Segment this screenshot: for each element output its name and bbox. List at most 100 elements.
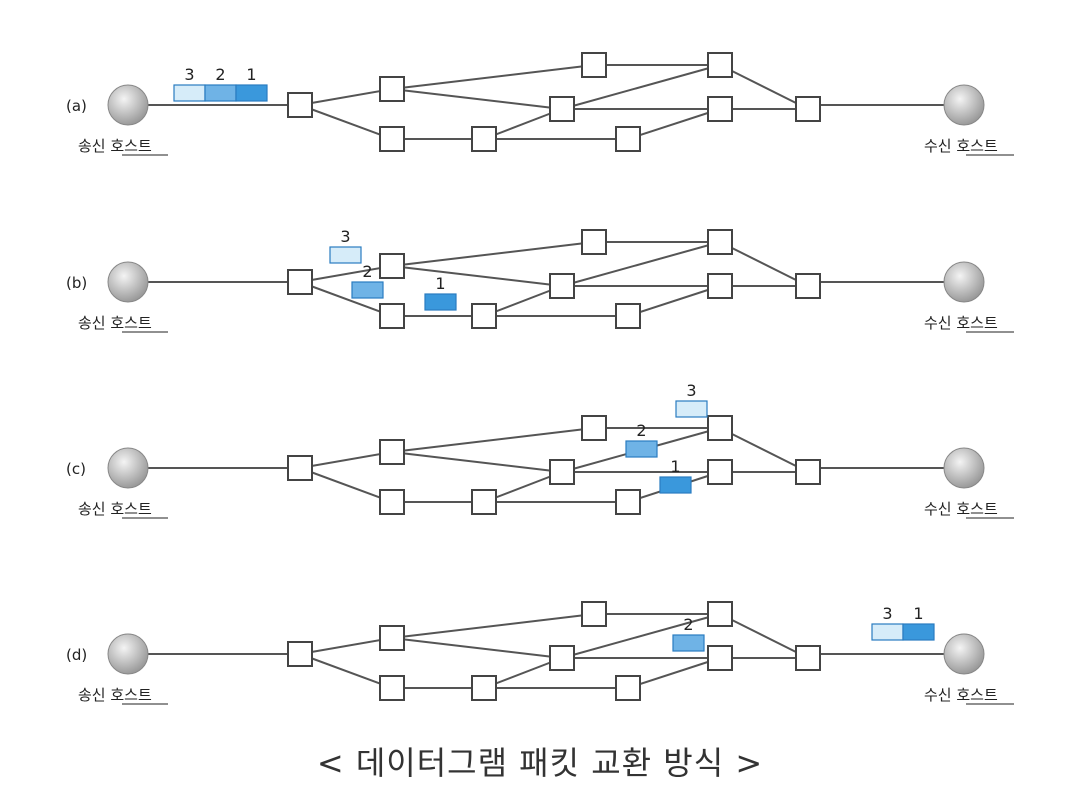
network-link bbox=[299, 281, 393, 317]
network-link bbox=[299, 104, 393, 140]
router-node bbox=[379, 489, 405, 515]
packet-1 bbox=[235, 84, 268, 102]
router-node bbox=[549, 459, 575, 485]
receiver-host bbox=[943, 447, 985, 489]
packet-label-2: 2 bbox=[636, 421, 646, 440]
router-node bbox=[379, 439, 405, 465]
packet-2 bbox=[672, 634, 705, 652]
router-node bbox=[707, 52, 733, 78]
router-node bbox=[471, 489, 497, 515]
receiver-host bbox=[943, 633, 985, 675]
panel-label: (c) bbox=[66, 460, 86, 478]
packet-label-3: 3 bbox=[340, 227, 350, 246]
router-node bbox=[471, 303, 497, 329]
router-node bbox=[707, 645, 733, 671]
receiver-host-label: 수신 호스트 bbox=[924, 686, 998, 704]
sender-host-label: 송신 호스트 bbox=[78, 686, 152, 704]
network-link bbox=[391, 241, 595, 267]
packet-3 bbox=[173, 84, 206, 102]
packet-label-1: 1 bbox=[913, 604, 923, 623]
packet-label-3: 3 bbox=[184, 65, 194, 84]
router-node bbox=[795, 273, 821, 299]
packet-1 bbox=[424, 293, 457, 311]
router-node bbox=[707, 273, 733, 299]
receiver-host bbox=[943, 261, 985, 303]
sender-host-label: 송신 호스트 bbox=[78, 314, 152, 332]
router-node bbox=[707, 229, 733, 255]
router-node bbox=[615, 675, 641, 701]
network-link bbox=[391, 88, 563, 110]
router-node bbox=[287, 641, 313, 667]
packet-label-2: 2 bbox=[362, 262, 372, 281]
sender-host-label: 송신 호스트 bbox=[78, 137, 152, 155]
receiver-host-label: 수신 호스트 bbox=[924, 314, 998, 332]
network-link bbox=[299, 451, 393, 469]
router-node bbox=[615, 303, 641, 329]
router-node bbox=[581, 415, 607, 441]
packet-label-1: 1 bbox=[435, 274, 445, 293]
network-link bbox=[391, 265, 563, 287]
network-link bbox=[299, 265, 393, 283]
router-node bbox=[287, 92, 313, 118]
panel-label: (b) bbox=[66, 274, 87, 292]
network-link bbox=[719, 241, 809, 287]
panel-label: (a) bbox=[66, 97, 87, 115]
network-link bbox=[391, 64, 595, 90]
network-link bbox=[627, 285, 721, 317]
packet-3 bbox=[329, 246, 362, 264]
packet-3 bbox=[871, 623, 904, 641]
router-node bbox=[471, 675, 497, 701]
router-node bbox=[379, 126, 405, 152]
packet-label-3: 3 bbox=[686, 381, 696, 400]
router-node bbox=[549, 645, 575, 671]
router-node bbox=[549, 273, 575, 299]
router-node bbox=[795, 645, 821, 671]
network-link bbox=[391, 637, 563, 659]
network-link bbox=[299, 467, 393, 503]
sender-host-label: 송신 호스트 bbox=[78, 500, 152, 518]
network-link bbox=[561, 64, 721, 110]
router-node bbox=[707, 96, 733, 122]
router-node bbox=[707, 601, 733, 627]
router-node bbox=[549, 96, 575, 122]
packet-2 bbox=[351, 281, 384, 299]
router-node bbox=[287, 455, 313, 481]
panel-label: (d) bbox=[66, 646, 87, 664]
router-node bbox=[795, 459, 821, 485]
receiver-host-label: 수신 호스트 bbox=[924, 500, 998, 518]
caption: < 데이터그램 패킷 교환 방식 > bbox=[316, 744, 764, 782]
packet-2 bbox=[625, 440, 658, 458]
sender-host bbox=[107, 447, 149, 489]
router-node bbox=[615, 489, 641, 515]
packet-label-2: 2 bbox=[215, 65, 225, 84]
router-node bbox=[615, 126, 641, 152]
network-link bbox=[561, 241, 721, 287]
router-node bbox=[581, 52, 607, 78]
panel-b: (b) 송신 호스트 수신 호스트 32 1 bbox=[66, 227, 1014, 333]
network-link bbox=[299, 653, 393, 689]
network-link bbox=[391, 613, 595, 639]
packet-3 bbox=[675, 400, 708, 418]
network-link bbox=[299, 88, 393, 106]
router-node bbox=[707, 415, 733, 441]
network-link bbox=[719, 427, 809, 473]
sender-host bbox=[107, 633, 149, 675]
packet-label-3: 3 bbox=[882, 604, 892, 623]
network-link bbox=[299, 637, 393, 655]
router-node bbox=[379, 76, 405, 102]
router-node bbox=[379, 303, 405, 329]
receiver-host bbox=[943, 84, 985, 126]
network-link bbox=[561, 613, 721, 659]
network-link bbox=[627, 657, 721, 689]
receiver-host-label: 수신 호스트 bbox=[924, 137, 998, 155]
sender-host bbox=[107, 261, 149, 303]
router-node bbox=[795, 96, 821, 122]
network-link bbox=[391, 427, 595, 453]
router-node bbox=[581, 601, 607, 627]
router-node bbox=[581, 229, 607, 255]
router-node bbox=[379, 675, 405, 701]
